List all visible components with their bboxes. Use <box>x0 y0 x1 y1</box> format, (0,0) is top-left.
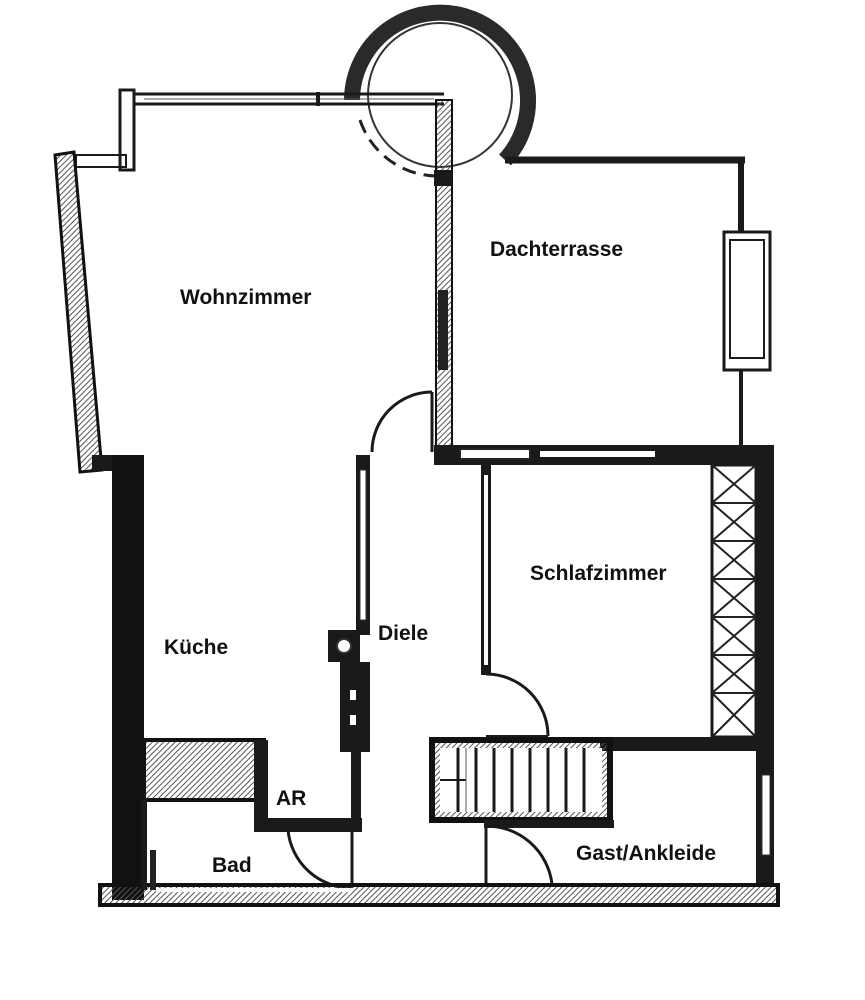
window-icon <box>75 88 444 172</box>
wall-left-outer <box>112 455 144 900</box>
door-swing-icon <box>485 672 550 737</box>
label-ar: AR <box>276 787 306 810</box>
stair-icon <box>429 737 613 823</box>
door-swing-icon <box>484 824 554 885</box>
slanted-wall <box>53 150 122 474</box>
door-swing-icon <box>286 829 354 890</box>
wardrobe-icon <box>710 463 758 739</box>
label-schlafzimmer: Schlafzimmer <box>530 562 667 585</box>
label-diele: Diele <box>378 622 428 645</box>
label-gast-ankleide: Gast/Ankleide <box>576 842 716 865</box>
label-bad: Bad <box>212 854 252 877</box>
wall-wohn-dach <box>435 99 453 463</box>
wall-kueche-bad <box>142 738 266 802</box>
chimney-icon <box>328 630 360 662</box>
label-dachterrasse: Dachterrasse <box>490 238 623 261</box>
door-swing-icon <box>370 390 434 453</box>
wall-schlaf-gast <box>600 737 760 751</box>
label-wohnzimmer: Wohnzimmer <box>180 286 311 309</box>
dachterrasse-outline <box>505 156 772 450</box>
label-kueche: Küche <box>164 636 228 659</box>
